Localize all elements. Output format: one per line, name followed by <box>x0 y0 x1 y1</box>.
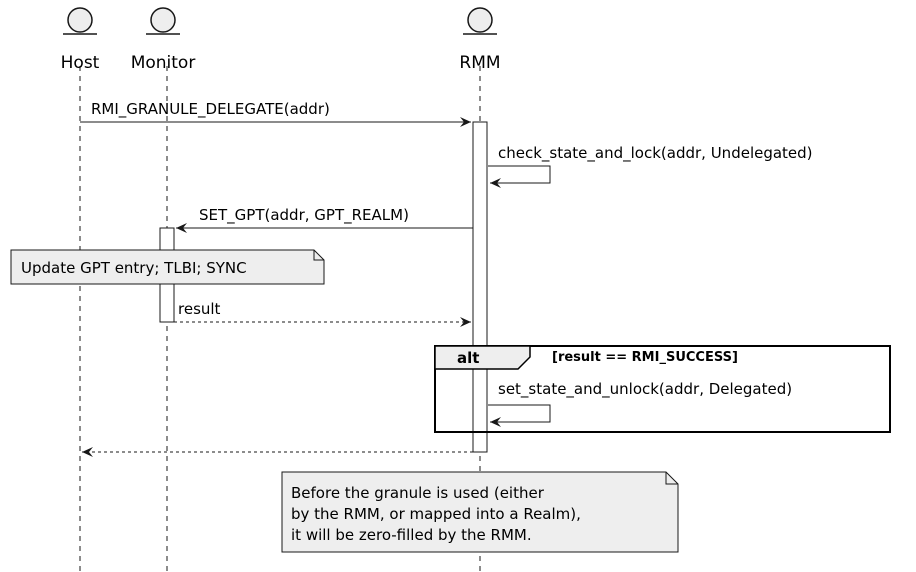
message-set-state: set_state_and_unlock(addr, Delegated) <box>488 380 792 427</box>
note-zero-fill-line-2: by the RMM, or mapped into a Realm), <box>291 505 581 523</box>
note-update-gpt-box <box>10 249 325 285</box>
participant-host-label: Host <box>61 53 100 73</box>
alt-guard: [result == RMI_SUCCESS] <box>552 350 738 365</box>
message-set-state-label: set_state_and_unlock(addr, Delegated) <box>498 380 792 399</box>
message-delegate: RMI_GRANULE_DELEGATE(addr) <box>80 100 471 127</box>
alt-tab <box>434 345 531 370</box>
message-check-label: check_state_and_lock(addr, Undelegated) <box>498 144 813 163</box>
participant-monitor-label: Monitor <box>131 53 196 73</box>
participant-rmm: RMM <box>459 7 501 73</box>
note-update-gpt-text: Update GPT entry; TLBI; SYNC <box>21 259 247 277</box>
message-result: result <box>174 300 471 327</box>
host-entity-icon <box>67 7 93 33</box>
alt-keyword: alt <box>457 349 479 367</box>
message-result-label: result <box>178 300 221 318</box>
note-zero-fill-line-3: it will be zero-filled by the RMM. <box>291 526 532 544</box>
message-delegate-label: RMI_GRANULE_DELEGATE(addr) <box>91 100 330 119</box>
note-zero-fill: Before the granule is used (either by th… <box>281 471 679 553</box>
message-set-gpt: SET_GPT(addr, GPT_REALM) <box>176 206 473 233</box>
message-set-state-arrow <box>488 404 551 427</box>
message-set-gpt-label: SET_GPT(addr, GPT_REALM) <box>199 206 409 225</box>
participant-monitor: Monitor <box>131 7 196 73</box>
note-zero-fill-box <box>281 471 679 553</box>
rmm-entity-icon <box>467 7 493 33</box>
rmm-activation-bar <box>472 121 488 453</box>
alt-fragment: alt [result == RMI_SUCCESS] <box>434 345 891 433</box>
message-check: check_state_and_lock(addr, Undelegated) <box>488 144 813 188</box>
message-check-arrow <box>488 165 551 188</box>
note-zero-fill-line-1: Before the granule is used (either <box>291 484 545 502</box>
participant-rmm-label: RMM <box>459 53 500 73</box>
monitor-entity-icon <box>150 7 176 33</box>
participant-host: Host <box>61 7 100 73</box>
alt-frame <box>434 345 891 433</box>
note-update-gpt: Update GPT entry; TLBI; SYNC <box>10 249 325 285</box>
